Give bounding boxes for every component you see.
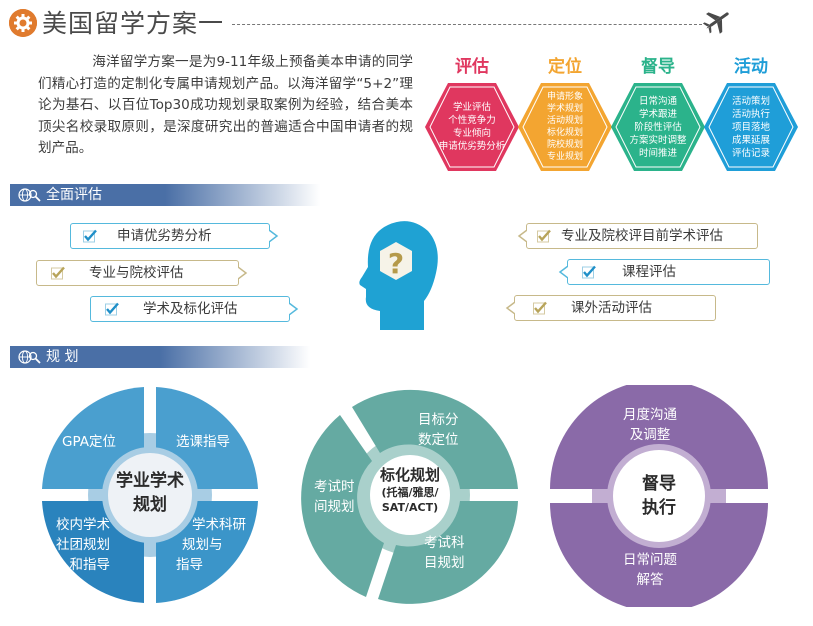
eval-item: 课程评估 — [558, 259, 770, 285]
svg-text:?: ? — [388, 247, 404, 280]
segment-label: 学术科研规划与指导 — [176, 517, 246, 573]
page-title: 美国留学方案一 — [42, 9, 225, 38]
pillar-title: 评估 — [455, 57, 489, 77]
section-title: 规 划 — [46, 349, 79, 365]
airplane-icon — [702, 6, 732, 36]
head-question-icon: ? — [358, 215, 438, 330]
eval-item: 课外活动评估 — [505, 295, 716, 321]
pillar-items: 日常沟通学术跟进阶段性评估方案实时调整时间推进 — [629, 95, 687, 159]
eval-item: 申请优劣势分析 — [70, 223, 279, 249]
center-label: 标化规划(托福/雅思/SAT/ACT) — [379, 466, 440, 514]
pillar-evaluation: 评估 学业评估个性竞争力专业倾向申请优劣势分析 — [424, 56, 520, 172]
checkbox-check-icon — [533, 301, 547, 315]
eval-item: 专业及院校评目前学术评估 — [517, 223, 758, 249]
pillar-positioning: 定位 申请形象学术规划活动规划标化规划院校规划专业规划 — [517, 56, 613, 172]
segment-label: 日常问题解答 — [623, 552, 677, 588]
intro-paragraph: 海洋留学方案一是为9-11年级上预备美本申请的同学们精心打造的定制化专属申请规划… — [38, 52, 413, 160]
globe-search-icon — [18, 350, 41, 364]
eval-item: 专业与院校评估 — [36, 260, 248, 286]
section-header-evaluation: 全面评估 — [10, 184, 320, 206]
pillar-title: 督导 — [641, 57, 675, 77]
segment-label: 目标分数定位 — [418, 412, 459, 448]
globe-search-icon — [18, 188, 41, 202]
pillar-items: 申请形象学术规划活动规划标化规划院校规划专业规划 — [546, 92, 583, 162]
segment-label: 选课指导 — [176, 434, 230, 450]
eval-item: 学术及标化评估 — [90, 296, 299, 322]
center-label: 学业学术规划 — [116, 471, 184, 515]
standardized-test-planning-diagram: 目标分数定位 考试时间规划 考试科目规划 标化规划(托福/雅思/SAT/ACT) — [300, 385, 520, 605]
segment-label: 月度沟通及调整 — [623, 407, 677, 443]
checkbox-check-icon — [83, 229, 97, 243]
checkbox-check-icon — [537, 229, 551, 243]
checkbox-check-icon — [105, 302, 119, 316]
academic-planning-diagram: GPA定位 选课指导 校内学术社团规划和指导 学术科研规划与指导 学业学术规划 — [40, 385, 260, 605]
segment-label: 考试科目规划 — [424, 535, 465, 571]
checkbox-check-icon — [51, 266, 65, 280]
gear-icon — [9, 9, 37, 37]
section-title: 全面评估 — [46, 187, 102, 203]
pillar-supervision: 督导 日常沟通学术跟进阶段性评估方案实时调整时间推进 — [610, 56, 706, 172]
supervision-execution-diagram: 月度沟通及调整 日常问题解答 督导执行 — [548, 380, 770, 612]
checkbox-check-icon — [582, 265, 596, 279]
pillar-title: 定位 — [548, 57, 582, 77]
dashed-divider — [232, 24, 702, 25]
segment-label: 考试时间规划 — [314, 479, 355, 515]
intro-text: 海洋留学方案一是为9-11年级上预备美本申请的同学们精心打造的定制化专属申请规划… — [38, 54, 413, 156]
segment-label: GPA定位 — [62, 434, 116, 450]
segment-label: 校内学术社团规划和指导 — [56, 517, 110, 573]
center-label: 督导执行 — [642, 474, 676, 518]
pillar-activities: 活动 活动策划活动执行项目落地成果延展评估记录 — [703, 56, 799, 172]
pillar-title: 活动 — [734, 57, 768, 77]
pillar-items: 活动策划活动执行项目落地成果延展评估记录 — [731, 95, 770, 159]
section-header-planning: 规 划 — [10, 346, 310, 368]
pillar-items: 学业评估个性竞争力专业倾向申请优劣势分析 — [438, 102, 506, 152]
